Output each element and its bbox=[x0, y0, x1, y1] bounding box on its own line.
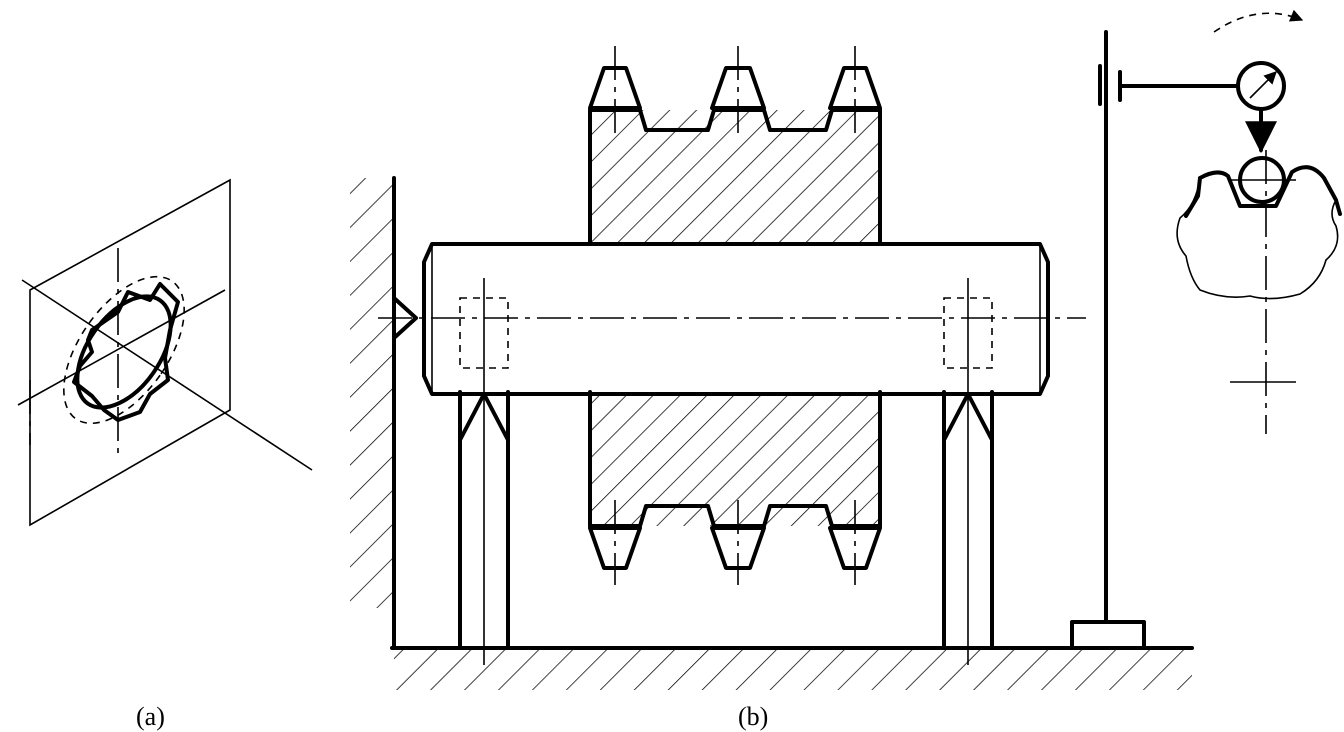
v-block-support-left bbox=[458, 278, 510, 665]
gear-tooth-detail bbox=[1176, 150, 1342, 434]
gear-lower-half bbox=[588, 390, 882, 585]
tooth-space-profile bbox=[1184, 165, 1342, 218]
gear-profile-outline bbox=[72, 282, 180, 422]
base-hatching bbox=[394, 648, 1192, 690]
gear-upper-half bbox=[588, 46, 882, 246]
gear-tooth bbox=[828, 526, 882, 570]
stand-base bbox=[1070, 620, 1146, 650]
shaft-section-ellipse bbox=[75, 294, 173, 410]
indicator-stand bbox=[1070, 30, 1240, 650]
runout-envelope-ellipse bbox=[63, 275, 185, 425]
gear-tooth bbox=[710, 66, 766, 110]
v-block-support-right bbox=[942, 278, 994, 665]
wall-hatching bbox=[350, 178, 394, 608]
gear-tooth bbox=[588, 526, 642, 570]
caption-a: (a) bbox=[136, 702, 165, 731]
axis-line-cross bbox=[17, 289, 226, 406]
caption-b: (b) bbox=[738, 702, 769, 731]
gear-tooth bbox=[588, 66, 642, 110]
figure-b-setup bbox=[350, 9, 1342, 690]
broken-gear-outline bbox=[1176, 177, 1339, 300]
dial-indicator-icon bbox=[1236, 61, 1286, 154]
end-center-point bbox=[392, 296, 418, 340]
gear-tooth bbox=[828, 66, 882, 110]
figure-a-runout-sketch bbox=[17, 178, 313, 527]
projection-plane bbox=[29, 178, 231, 527]
rotation-arrow-icon bbox=[1213, 9, 1304, 33]
gear-tooth bbox=[710, 526, 766, 570]
